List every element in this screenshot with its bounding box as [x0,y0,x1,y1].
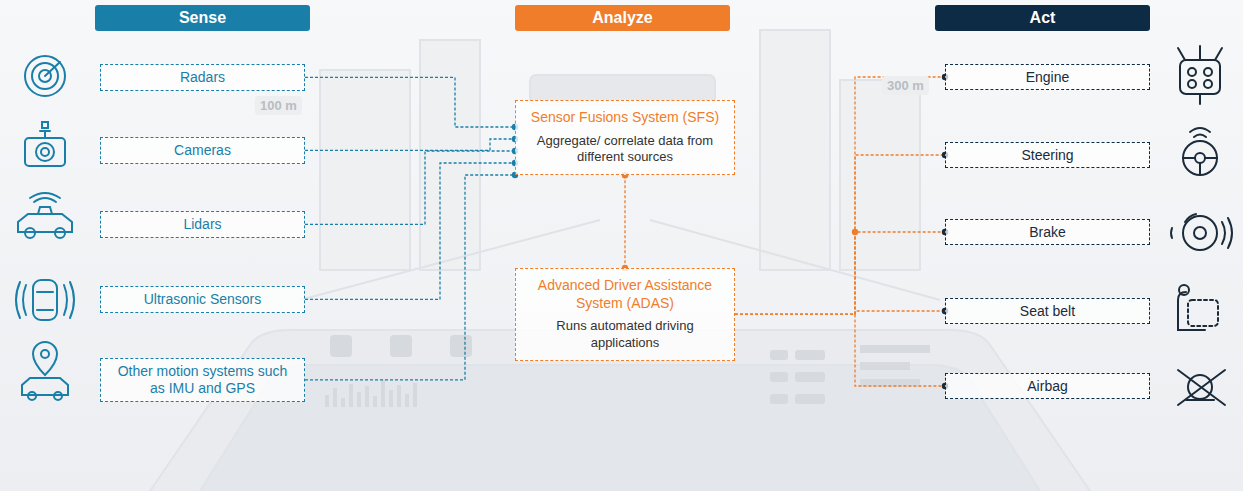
connector-line [305,163,515,299]
actuator-box: Brake [945,219,1150,245]
actuator-box: Seat belt [945,298,1150,324]
connector-line [735,77,945,314]
engine-icon [1178,46,1222,104]
sensor-box: Lidars [100,211,305,238]
camera-icon [25,122,65,166]
actuator-box: Steering [945,142,1150,168]
node-title: Other motion systems such as IMU and GPS [109,363,296,397]
connector-dot [852,229,858,235]
node-title: Lidars [183,216,221,233]
node-title: Airbag [1027,378,1067,394]
node-title: Advanced Driver Assistance System (ADAS) [526,277,724,312]
connector-line [305,175,515,380]
node-title: Engine [1026,69,1070,85]
section-header: Analyze [515,5,730,31]
actuator-box: Engine [945,64,1150,90]
connector-line [735,314,945,386]
connector-line [735,155,945,314]
sensor-box: Cameras [100,137,305,164]
seatbelt-icon [1178,285,1218,330]
section-header: Sense [95,5,310,31]
gps-car-icon [22,342,68,400]
connector-line [305,139,515,150]
sensor-box: Other motion systems such as IMU and GPS [100,358,305,402]
node-body: Runs automated driving applications [526,318,724,352]
actuator-box: Airbag [945,373,1150,399]
node-title: Ultrasonic Sensors [144,291,262,308]
brake-icon [1171,214,1232,250]
section-header: Act [935,5,1150,31]
node-title: Brake [1029,224,1066,240]
process-box: Sensor Fusions System (SFS) Aggregate/ co… [515,100,735,175]
node-body: Aggregate/ correlate data from different… [526,133,724,167]
connector-line [305,151,515,224]
connector-line [735,232,945,314]
steering-icon [1183,128,1217,175]
node-title: Sensor Fusions System (SFS) [531,109,719,127]
connector-line [305,77,515,127]
distance-label: 100 m [255,96,302,115]
node-title: Sense [179,9,226,27]
airbag-icon [1178,370,1225,405]
node-title: Act [1030,9,1056,27]
radar-icon [25,56,65,96]
sensor-box: Radars [100,64,305,91]
node-title: Radars [180,69,225,86]
sensor-box: Ultrasonic Sensors [100,286,305,313]
process-box: Advanced Driver Assistance System (ADAS)… [515,268,735,361]
node-title: Steering [1021,147,1073,163]
connector-line [624,175,625,268]
ultrasonic-car-icon [16,280,74,320]
lidar-car-icon [18,193,72,238]
node-title: Cameras [174,142,231,159]
distance-label: 300 m [882,76,929,95]
node-title: Analyze [592,9,652,27]
node-title: Seat belt [1020,303,1075,319]
